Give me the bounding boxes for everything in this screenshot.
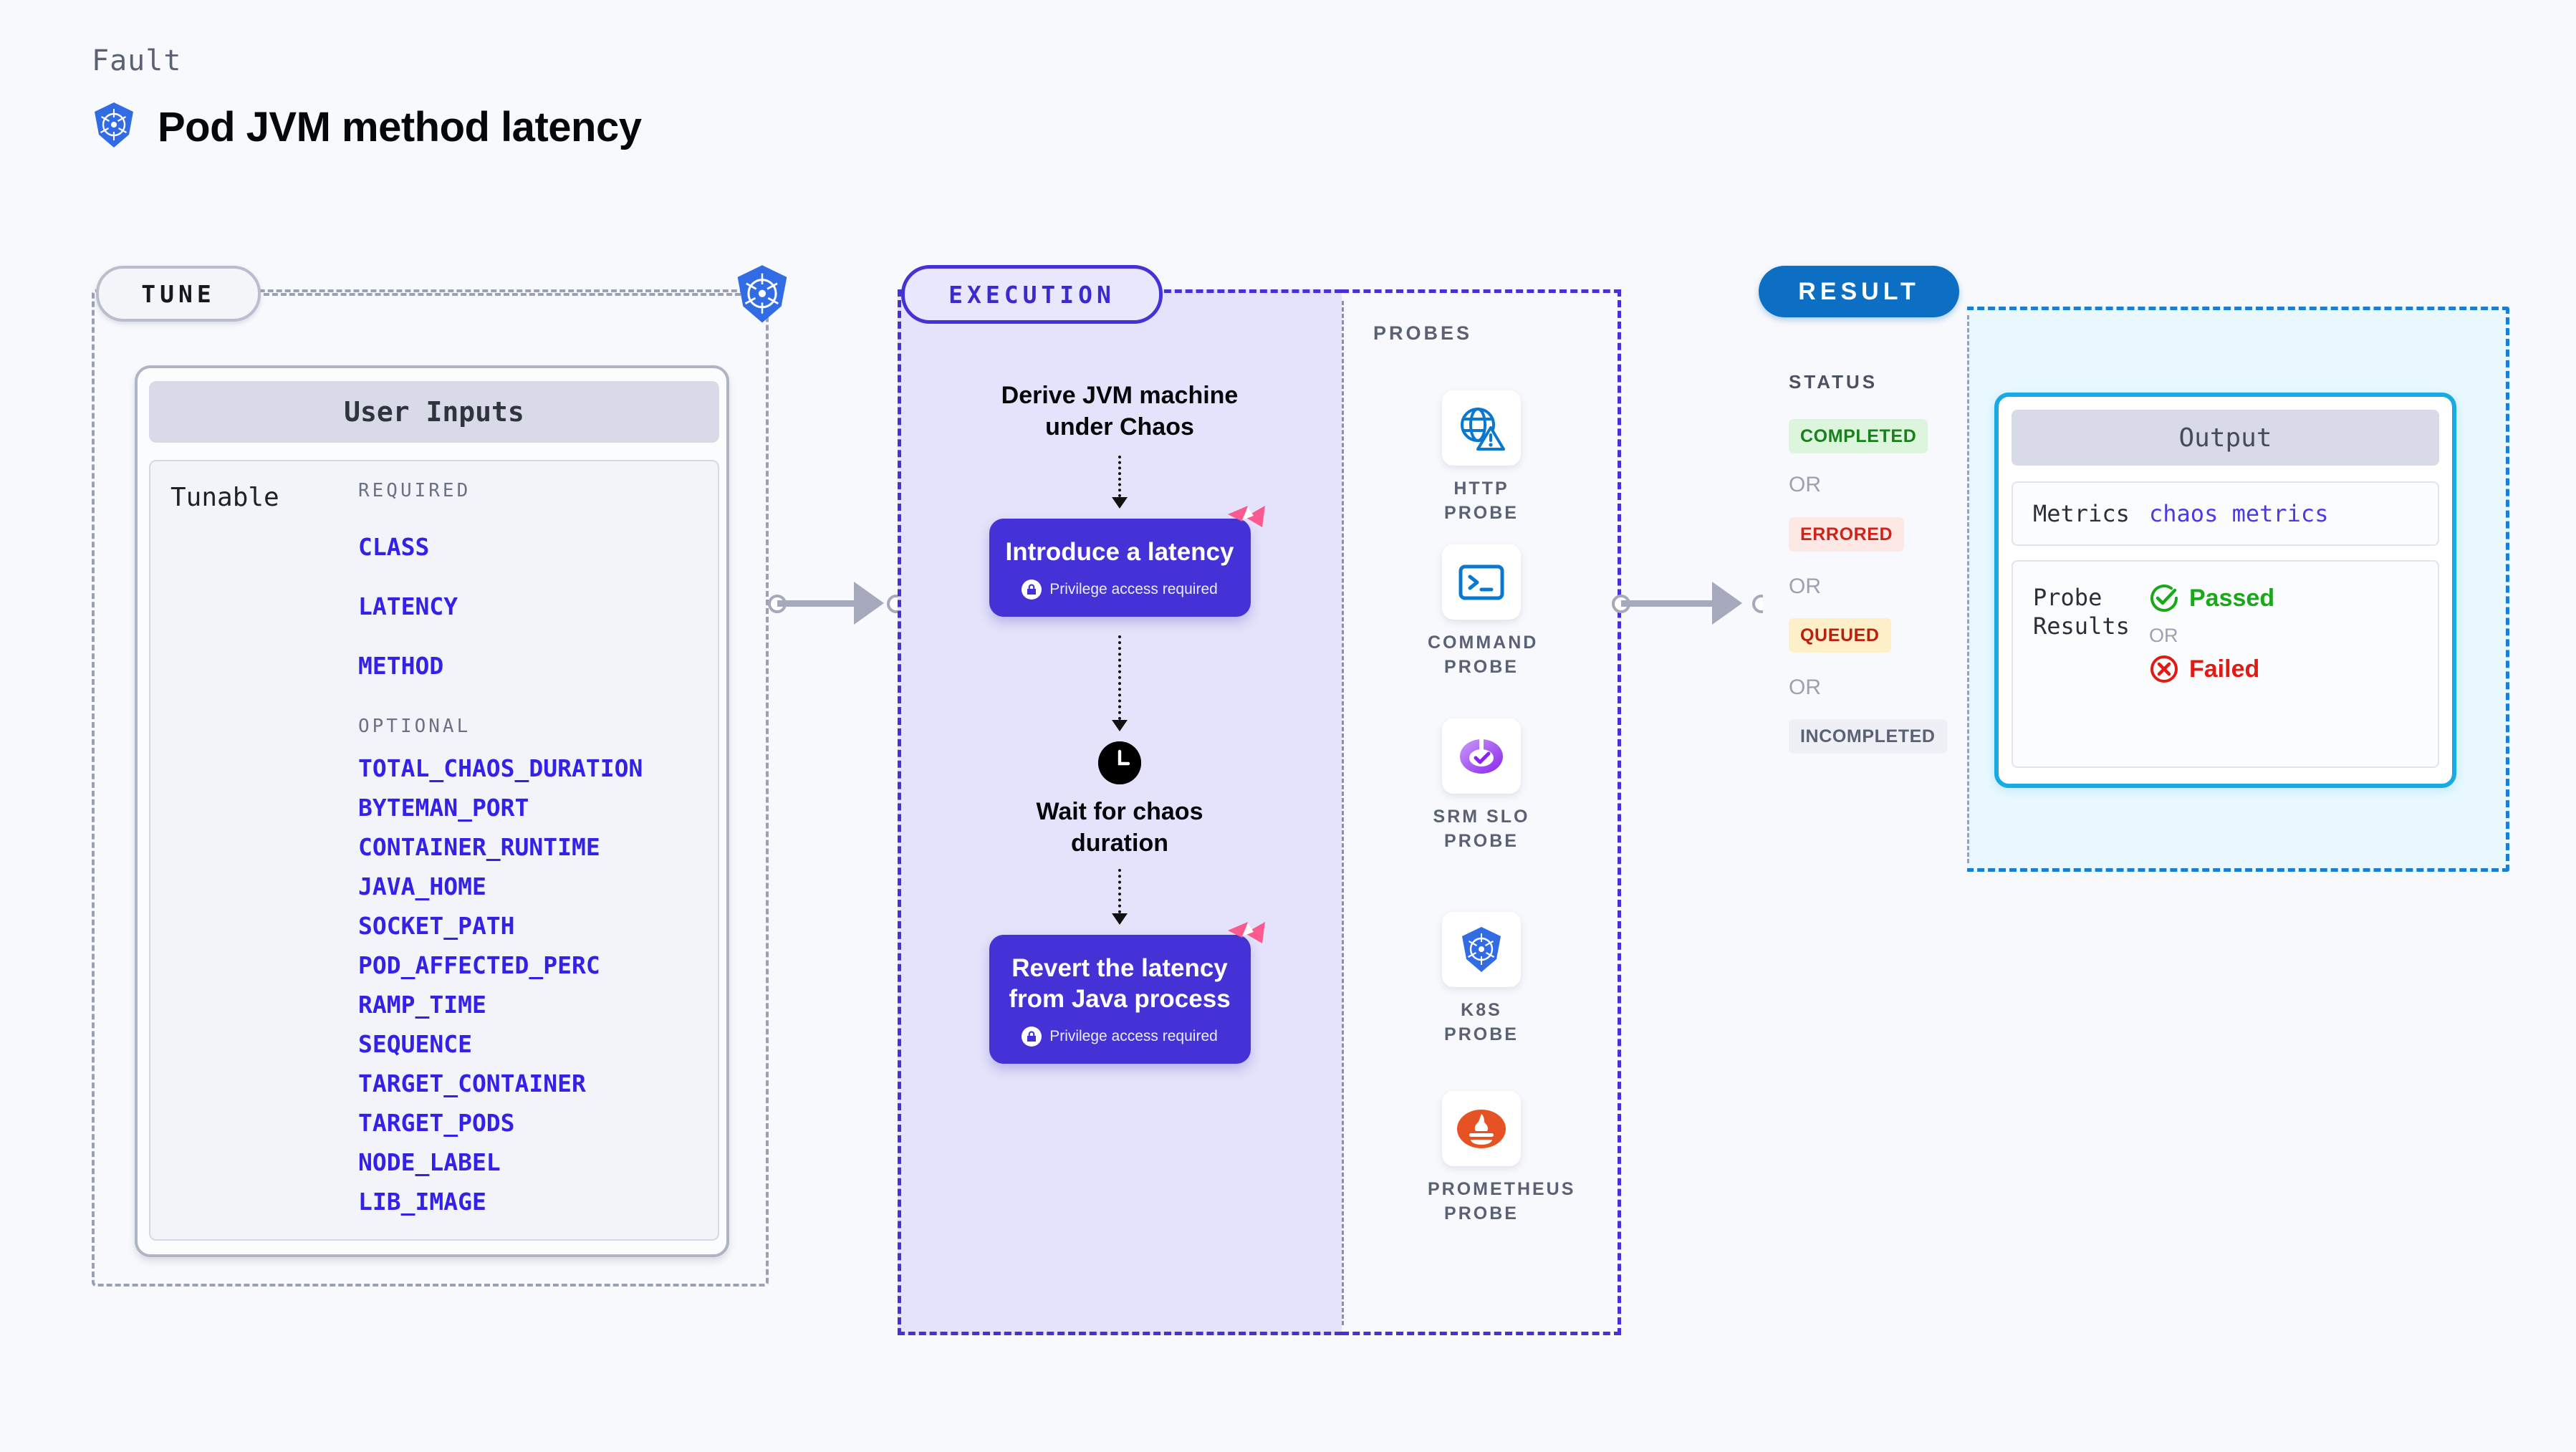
connector-execution-result (1612, 582, 1777, 625)
or-label: OR (2149, 625, 2178, 646)
result-badge[interactable]: RESULT (1759, 266, 1959, 317)
kubernetes-icon (1442, 912, 1521, 987)
probe-http[interactable]: HTTP PROBE (1428, 390, 1535, 526)
globe-warning-icon (1442, 390, 1521, 466)
lock-icon (1022, 580, 1042, 600)
optional-param[interactable]: LIB_IMAGE (358, 1188, 486, 1216)
page-header: Fault Pod JVM method latency (92, 44, 642, 153)
connector-tune-execution (768, 582, 911, 625)
probes-divider (1342, 301, 1344, 1325)
litmus-icon (1226, 503, 1267, 537)
optional-param[interactable]: JAVA_HOME (358, 872, 486, 900)
kubernetes-icon (732, 264, 792, 324)
tune-region (92, 289, 769, 1287)
output-title: Output (2012, 410, 2439, 466)
check-circle-icon (2150, 585, 2178, 612)
optional-list: TOTAL_CHAOS_DURATION BYTEMAN_PORT CONTAINE… (358, 754, 702, 1216)
optional-param[interactable]: CONTAINER_RUNTIME (358, 833, 600, 861)
or-label: OR (1789, 675, 1821, 699)
user-inputs-body: Tunable REQUIRED CLASS LATENCY METHOD OPTI… (149, 460, 719, 1241)
user-inputs-title: User Inputs (149, 381, 719, 443)
optional-param[interactable]: RAMP_TIME (358, 991, 486, 1019)
probe-results-values: Passed OR Failed (2149, 583, 2274, 766)
flow-arrow-2 (1118, 635, 1121, 721)
connector-arrowhead (854, 582, 884, 625)
probe-result-passed: Passed (2149, 583, 2274, 613)
or-label: OR (1789, 473, 1821, 496)
lock-icon (1022, 1026, 1042, 1047)
optional-param[interactable]: TARGET_CONTAINER (358, 1069, 586, 1097)
status-badge-errored: ERRORED (1789, 517, 1905, 552)
or-label: OR (1789, 574, 1821, 598)
probe-label: HTTP PROBE (1444, 479, 1519, 523)
page-title: Pod JVM method latency (158, 104, 642, 150)
chaos-card-introduce[interactable]: Introduce a latency Privilege access req… (989, 506, 1265, 617)
optional-param[interactable]: SOCKET_PATH (358, 912, 515, 940)
required-param[interactable]: METHOD (358, 652, 444, 680)
optional-param[interactable]: TARGET_PODS (358, 1109, 515, 1137)
privilege-note: Privilege access required (989, 1026, 1251, 1047)
clock-icon (1098, 741, 1141, 785)
terminal-icon (1442, 544, 1521, 620)
eyebrow-label: Fault (92, 44, 182, 77)
title-row: Pod JVM method latency (92, 102, 642, 153)
user-inputs-card: User Inputs Tunable REQUIRED CLASS LATENC… (135, 365, 729, 1257)
connector-arrowhead (1712, 582, 1742, 625)
x-circle-icon (2150, 655, 2178, 683)
slo-gauge-icon (1442, 718, 1521, 794)
status-column (1763, 307, 1967, 872)
parameter-column: REQUIRED CLASS LATENCY METHOD OPTIONAL TOT… (358, 480, 702, 1216)
privilege-note: Privilege access required (989, 580, 1251, 600)
optional-param[interactable]: TOTAL_CHAOS_DURATION (358, 754, 643, 782)
status-divider (1967, 315, 1969, 863)
required-param[interactable]: CLASS (358, 533, 430, 561)
status-badge-queued: QUEUED (1789, 618, 1891, 653)
required-heading: REQUIRED (358, 480, 471, 501)
tune-top-connector (255, 293, 749, 296)
probe-k8s[interactable]: K8S PROBE (1428, 912, 1535, 1047)
status-badge-completed: COMPLETED (1789, 419, 1928, 453)
chaos-card-title: Introduce a latency (1005, 538, 1234, 567)
metrics-value[interactable]: chaos metrics (2149, 500, 2329, 527)
probes-title: PROBES (1373, 322, 1473, 344)
metrics-row: Metrics chaos metrics (2012, 481, 2439, 546)
flow-arrow-3 (1118, 869, 1121, 914)
probe-result-failed: Failed (2149, 654, 2274, 684)
optional-param[interactable]: BYTEMAN_PORT (358, 794, 529, 822)
status-heading: STATUS (1789, 371, 1878, 393)
kubernetes-icon (92, 102, 136, 153)
probe-label: K8S PROBE (1444, 1000, 1519, 1044)
metrics-key: Metrics (2033, 500, 2130, 527)
tunable-label: Tunable (170, 483, 279, 512)
status-badge-incompleted: INCOMPLETED (1789, 719, 1947, 754)
optional-param[interactable]: NODE_LABEL (358, 1148, 501, 1176)
optional-heading: OPTIONAL (358, 716, 471, 737)
litmus-icon (1226, 919, 1267, 953)
optional-param[interactable]: POD_AFFECTED_PERC (358, 951, 600, 979)
execution-badge[interactable]: EXECUTION (901, 265, 1163, 324)
prometheus-icon (1442, 1091, 1521, 1166)
required-list: CLASS LATENCY METHOD (358, 533, 702, 680)
flow-arrow-1 (1118, 456, 1121, 498)
optional-param[interactable]: SEQUENCE (358, 1030, 472, 1058)
tune-badge[interactable]: TUNE (96, 266, 261, 322)
required-param[interactable]: LATENCY (358, 592, 458, 620)
